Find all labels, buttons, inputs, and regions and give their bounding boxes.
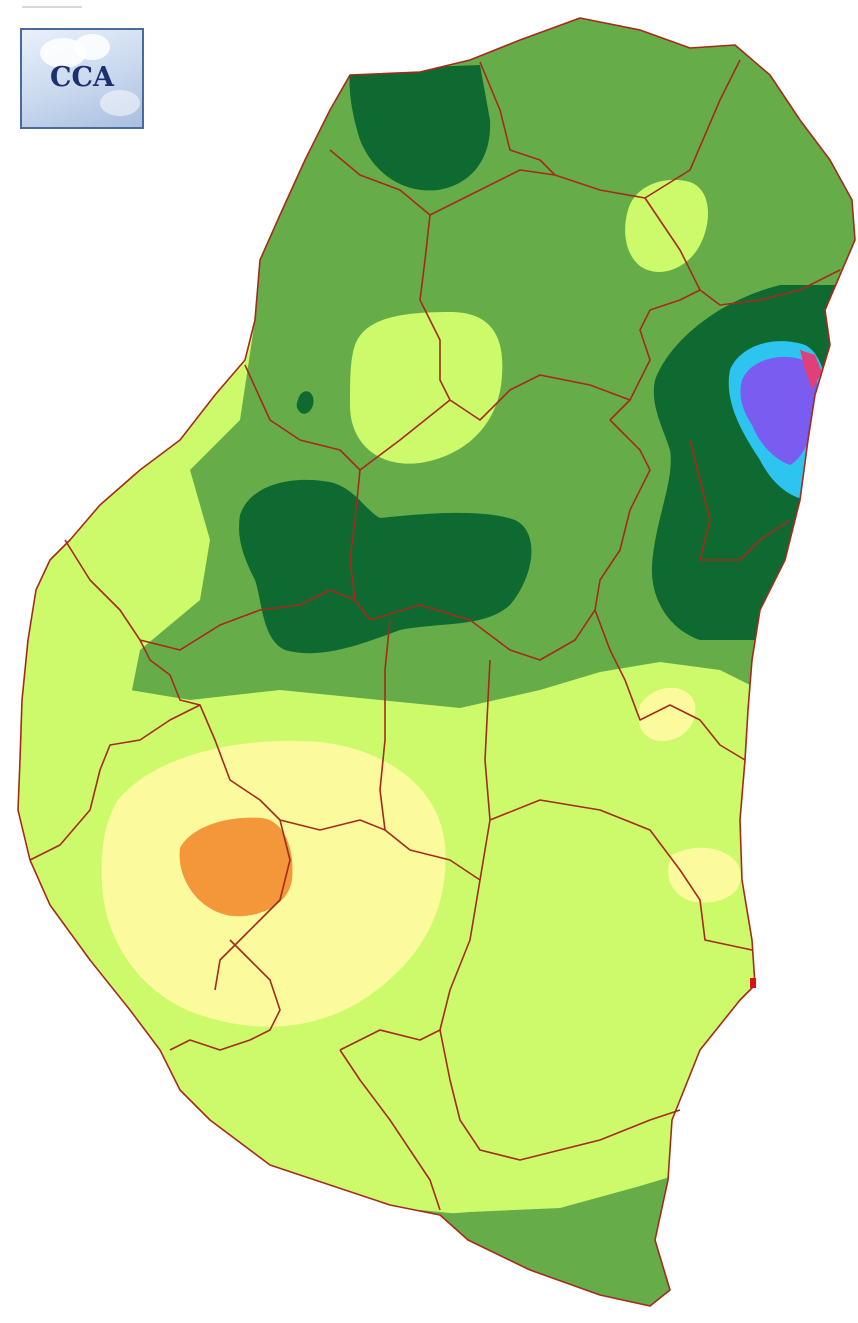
department-border: [554, 59, 741, 199]
zone-violet-east: [740, 356, 819, 465]
department-border: [489, 799, 753, 951]
department-border: [479, 61, 556, 176]
department-border: [594, 419, 651, 611]
department-border: [279, 819, 386, 831]
logo-cloud: [100, 90, 140, 116]
zone-dark-dot: [296, 391, 314, 414]
zone-dark-north: [349, 65, 491, 191]
department-border: [689, 439, 791, 561]
zone-pale-yellow-east-small: [638, 687, 696, 741]
department-border: [469, 609, 596, 661]
department-border: [594, 609, 746, 761]
zone-pale-yellow-east: [668, 847, 741, 903]
department-border: [214, 819, 291, 991]
department-border: [644, 197, 841, 306]
department-border: [449, 374, 631, 421]
zone-dark-center: [239, 479, 532, 654]
department-border: [64, 539, 356, 651]
department-border: [479, 659, 491, 881]
department-border: [379, 619, 481, 881]
zone-magenta-edge: [800, 350, 822, 390]
department-border: [29, 704, 201, 861]
department-border: [439, 1029, 681, 1161]
department-border: [244, 364, 451, 471]
zone-light-northeast: [625, 179, 709, 272]
department-boundaries: [17, 17, 856, 1307]
logo-cloud: [74, 34, 110, 60]
border-marker: [750, 978, 756, 988]
department-border: [169, 939, 281, 1051]
top-edge-mark: [22, 0, 82, 8]
zone-orange-core: [179, 817, 293, 917]
department-border: [419, 214, 451, 401]
cca-logo: CCA: [20, 28, 144, 129]
department-border: [339, 1049, 441, 1211]
zone-light-center-north: [350, 312, 503, 464]
logo-text: CCA: [50, 62, 114, 93]
